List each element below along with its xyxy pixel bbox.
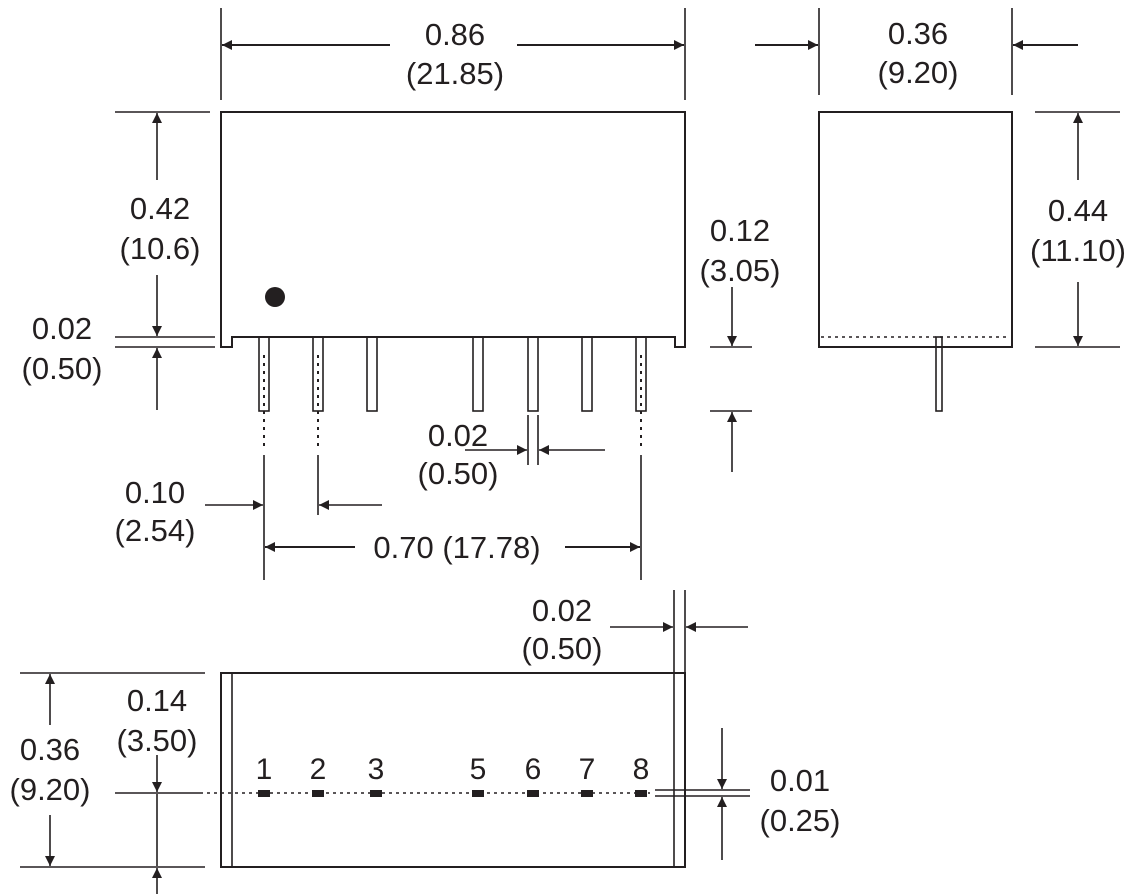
dim-standoff-mm: (0.50) xyxy=(22,351,103,386)
pin-label: 3 xyxy=(368,753,385,786)
pin-label: 5 xyxy=(470,753,487,786)
dim-end-offset-in: 0.02 xyxy=(532,593,592,628)
dim-end-offset-mm: (0.50) xyxy=(522,631,603,666)
dim-pin-width: 0.02 (0.50) xyxy=(418,415,605,491)
pin-label: 7 xyxy=(579,753,596,786)
dim-pin-span: 0.70 (17.78) xyxy=(265,530,640,565)
side-pin xyxy=(935,336,943,412)
dim-pin-tolerance-mm: (0.25) xyxy=(760,803,841,838)
dim-pin-width-mm: (0.50) xyxy=(418,456,499,491)
dim-pin-width-in: 0.02 xyxy=(428,418,488,453)
dim-pin-pitch-mm: (2.54) xyxy=(115,513,196,548)
dim-pin-tolerance-in: 0.01 xyxy=(770,763,830,798)
dim-pin-row-offset-in: 0.14 xyxy=(127,683,187,718)
dim-pin-row-offset-mm: (3.50) xyxy=(117,723,198,758)
bottom-pins xyxy=(258,790,647,797)
front-view xyxy=(220,111,686,580)
dim-bottom-width-mm: (9.20) xyxy=(10,772,91,807)
dim-side-height: 0.44 (11.10) xyxy=(1030,111,1126,348)
dim-pin-pitch: 0.10 (2.54) xyxy=(115,475,382,548)
pin-label: 8 xyxy=(633,753,650,786)
dim-pin-span-text: 0.70 (17.78) xyxy=(373,530,540,565)
dim-pin-length: 0.12 (3.05) xyxy=(700,213,781,472)
dim-width: 0.36 (9.20) xyxy=(755,8,1078,95)
pin1-marker-dot xyxy=(265,287,285,307)
dim-width-in: 0.36 xyxy=(888,16,948,51)
dim-end-offset: 0.02 (0.50) xyxy=(522,593,748,666)
dim-pin-length-in: 0.12 xyxy=(710,213,770,248)
dim-pin-length-mm: (3.05) xyxy=(700,253,781,288)
pin-label: 1 xyxy=(256,753,273,786)
dim-body-height-mm: (10.6) xyxy=(120,231,201,266)
dim-body-height-in: 0.42 xyxy=(130,191,190,226)
bottom-view: 1 2 3 5 6 7 8 xyxy=(200,590,686,868)
dim-length-in: 0.86 xyxy=(425,17,485,52)
dim-bottom-width-in: 0.36 xyxy=(20,732,80,767)
dim-length-mm: (21.85) xyxy=(406,56,504,91)
dim-body-height: 0.42 (10.6) 0.02 (0.50) xyxy=(22,111,215,410)
side-view xyxy=(818,111,1013,412)
dim-pin-pitch-in: 0.10 xyxy=(125,475,185,510)
dim-length: 0.86 (21.85) xyxy=(220,8,686,100)
dim-side-height-mm: (11.10) xyxy=(1030,233,1126,268)
dim-standoff-in: 0.02 xyxy=(32,311,92,346)
dim-side-height-in: 0.44 xyxy=(1048,193,1108,228)
dim-bottom-width: 0.36 (9.20) 0.14 (3.50) xyxy=(10,672,205,894)
dim-pin-tolerance: 0.01 (0.25) xyxy=(655,728,840,860)
pin-label: 2 xyxy=(310,753,327,786)
front-body-outline xyxy=(220,111,686,348)
pin-label: 6 xyxy=(525,753,542,786)
dim-width-mm: (9.20) xyxy=(878,55,959,90)
